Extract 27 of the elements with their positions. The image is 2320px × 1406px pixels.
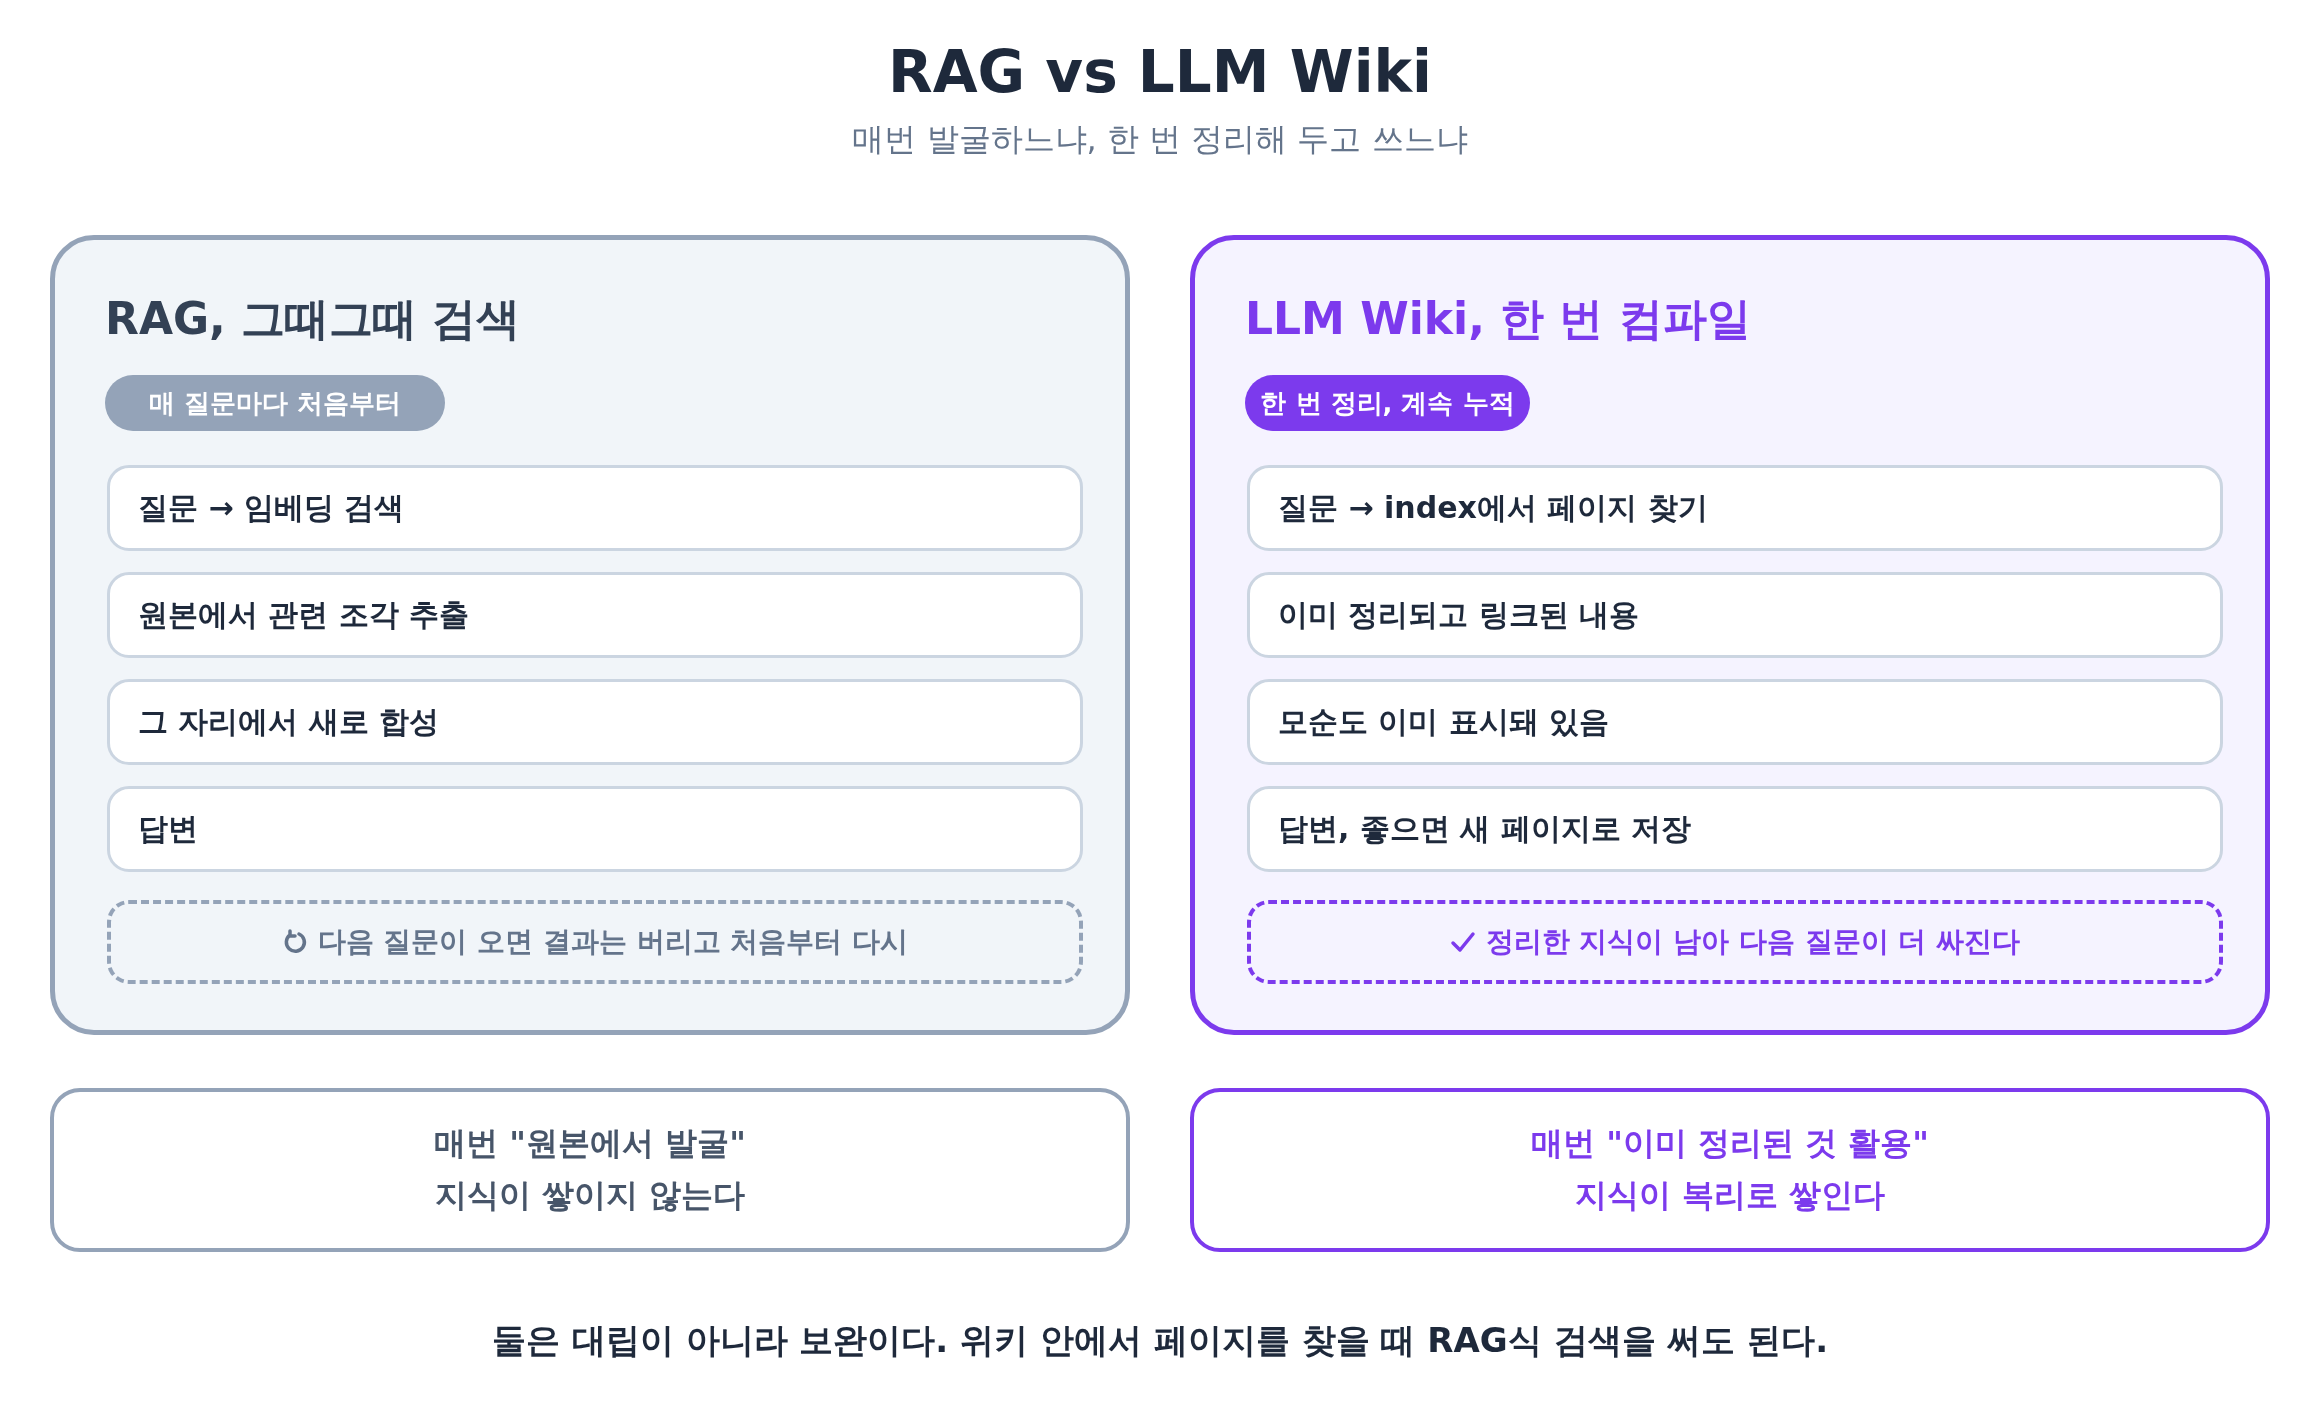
tag-pill: 한 번 정리, 계속 누적 [1245,375,1530,431]
step-box: 그 자리에서 새로 합성 [107,679,1083,765]
summary-box [1190,1088,2270,1252]
step-box: 답변 [107,786,1083,872]
step-box: 질문 → 임베딩 검색 [107,465,1083,551]
summary-text: 매번 "원본에서 발굴" [434,1123,746,1164]
title: RAG vs LLM Wiki [887,38,1433,106]
step-box: 이미 정리되고 링크된 내용 [1247,572,2223,658]
note-text: 정리한 지식이 남아 다음 질문이 더 싸진다 [1485,924,2021,960]
note-text: 다음 질문이 오면 결과는 버리고 처음부터 다시 [317,924,909,960]
panel-heading: RAG, 그때그때 검색 [105,292,521,346]
panel-heading: LLM Wiki, 한 번 컴파일 [1245,292,1751,346]
step-box: 답변, 좋으면 새 페이지로 저장 [1247,786,2223,872]
comparison-panel [1190,235,2270,1035]
caption: 둘은 대립이 아니라 보완이다. 위키 안에서 페이지를 찾을 때 RAG식 검색을 써도 된다. [490,1319,1830,1362]
step-box: 모순도 이미 표시돼 있음 [1247,679,2223,765]
comparison-panel [50,235,1130,1035]
summary-text: 지식이 복리로 쌓인다 [1574,1175,1886,1216]
summary-box [50,1088,1130,1252]
summary-text: 매번 "이미 정리된 것 활용" [1531,1123,1929,1164]
dashed-note-box [107,900,1083,984]
summary-text: 지식이 쌓이지 않는다 [434,1175,746,1216]
step-box: 질문 → index에서 페이지 찾기 [1247,465,2223,551]
tag-pill: 매 질문마다 처음부터 [105,375,445,431]
subtitle: 매번 발굴하느냐, 한 번 정리해 두고 쓰느냐 [851,119,1469,160]
dashed-note-box [1247,900,2223,984]
step-box: 원본에서 관련 조각 추출 [107,572,1083,658]
